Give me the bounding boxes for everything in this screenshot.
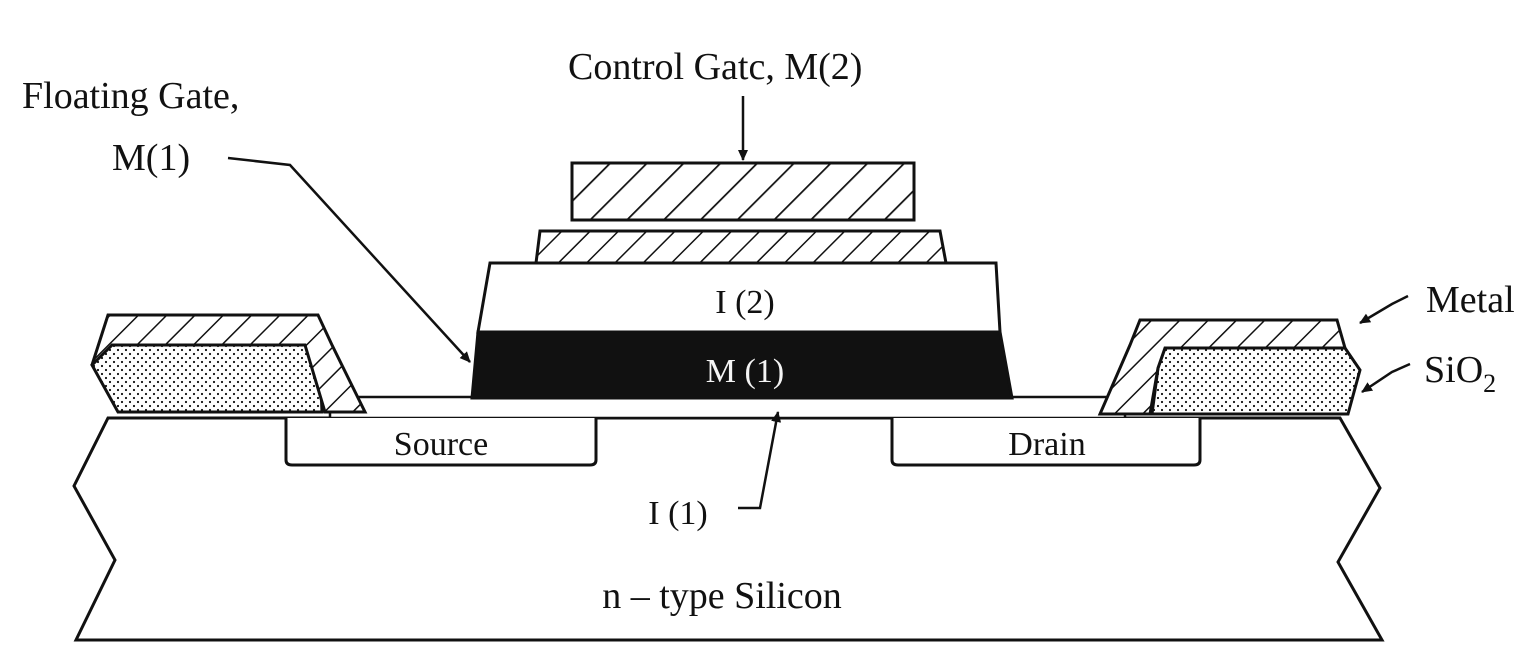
control-gate-label: Control Gatc, M(2): [568, 46, 862, 88]
floating-gate-label-line1: Floating Gate,: [22, 75, 239, 117]
insulator-2-label: I (2): [715, 284, 774, 321]
source-region: [284, 418, 598, 467]
left-sio2-block: [90, 343, 324, 414]
drain-label: Drain: [1008, 426, 1085, 463]
left-metal-contact: [90, 313, 368, 414]
substrate-body: [72, 416, 1385, 642]
floating-gate-label-line2: M(1): [112, 137, 190, 179]
right-metal-contact: [1097, 318, 1347, 416]
insulator-1-leader-arrow: [738, 411, 782, 510]
floating-gate-layer-label: M (1): [706, 353, 784, 390]
sio2-label-subscript: 2: [1483, 369, 1496, 398]
control-gate-block: [570, 161, 916, 222]
metal-label: Metal: [1426, 279, 1515, 321]
substrate-label: n – type Silicon: [602, 575, 842, 617]
drain-region: [890, 418, 1202, 467]
thin-oxide-layer: [328, 395, 1127, 420]
insulator-1-label: I (1): [648, 495, 707, 532]
gate-metal-strip: [534, 229, 948, 265]
floating-gate-leader-arrow: [227, 156, 471, 363]
sio2-label: SiO2: [1424, 349, 1496, 398]
source-label: Source: [394, 426, 488, 463]
right-sio2-block: [1150, 346, 1362, 416]
sio2-leader-arrow: [1361, 362, 1411, 394]
metal-leader-arrow: [1359, 294, 1409, 325]
sio2-label-base: SiO: [1424, 349, 1483, 391]
